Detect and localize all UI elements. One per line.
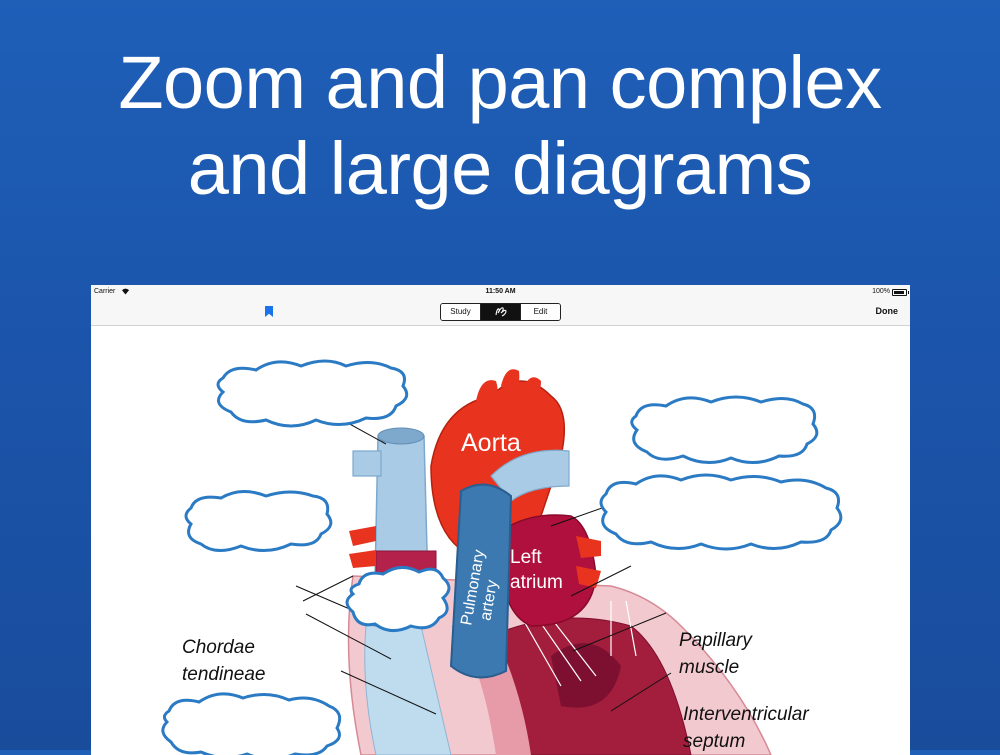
papillary-muscle-shape xyxy=(551,643,621,708)
segment-study[interactable]: Study xyxy=(441,304,480,320)
chordae-lines xyxy=(520,600,637,687)
segment-edit[interactable]: Edit xyxy=(520,304,560,320)
vena-cava-opening xyxy=(377,427,425,445)
heart-diagram-canvas: Aorta Left atrium Pulmonary artery xyxy=(161,359,843,755)
pulmonary-artery-label-line-2: artery xyxy=(477,579,501,622)
chordae-label-line-2: tendineae xyxy=(182,664,265,685)
blank-label-cloud-6 xyxy=(161,692,342,755)
septum xyxy=(451,626,531,755)
hand-drawn-scribble-icon xyxy=(494,307,507,317)
blank-label-cloud-2 xyxy=(184,490,333,552)
carrier-label: Carrier xyxy=(94,288,116,295)
left-atrium-vessels xyxy=(576,536,601,588)
tablet-screen: Carrier 11:50 AM 100% Study Edit Done xyxy=(91,285,910,755)
headline-line-2: and large diagrams xyxy=(187,127,813,210)
headline: Zoom and pan complex and large diagrams xyxy=(0,40,1000,212)
blank-label-cloud-3 xyxy=(630,395,819,464)
bookmark-icon[interactable] xyxy=(265,306,273,317)
septum-label-line-2: septum xyxy=(683,731,745,752)
status-time: 11:50 AM xyxy=(485,288,516,295)
blank-label-clouds xyxy=(161,359,843,755)
headline-line-1: Zoom and pan complex xyxy=(118,41,882,124)
blank-label-cloud-5 xyxy=(345,566,451,632)
aorta-label: Aorta xyxy=(461,429,521,457)
heart-diagram[interactable]: Aorta Left atrium Pulmonary artery xyxy=(91,326,910,755)
left-atrium-label-line-1: Left xyxy=(510,547,542,568)
battery-icon xyxy=(892,289,909,296)
pulmonary-vein-right xyxy=(349,526,376,568)
vena-cava-branch xyxy=(352,450,382,477)
chordae-label-line-1: Chordae xyxy=(182,637,255,658)
done-button[interactable]: Done xyxy=(875,306,899,316)
mode-segmented-control: Study Edit xyxy=(440,303,561,321)
aorta-top-branches xyxy=(476,369,541,408)
pulmonary-branch xyxy=(490,449,570,502)
wifi-icon xyxy=(122,288,129,295)
papillary-label-line-2: muscle xyxy=(679,657,739,678)
septum-label-line-1: Interventricular xyxy=(683,704,809,725)
toolbar: Study Edit Done xyxy=(91,299,910,326)
status-bar: Carrier 11:50 AM 100% xyxy=(91,285,910,299)
segment-draw[interactable] xyxy=(480,304,520,320)
left-atrium-label-line-2: atrium xyxy=(510,572,563,593)
papillary-label-line-1: Papillary xyxy=(679,630,753,651)
pulmonary-artery-shape xyxy=(449,483,513,679)
blank-label-cloud-4 xyxy=(599,473,843,551)
blank-label-cloud-1 xyxy=(216,359,409,428)
battery-percent: 100% xyxy=(872,288,890,295)
